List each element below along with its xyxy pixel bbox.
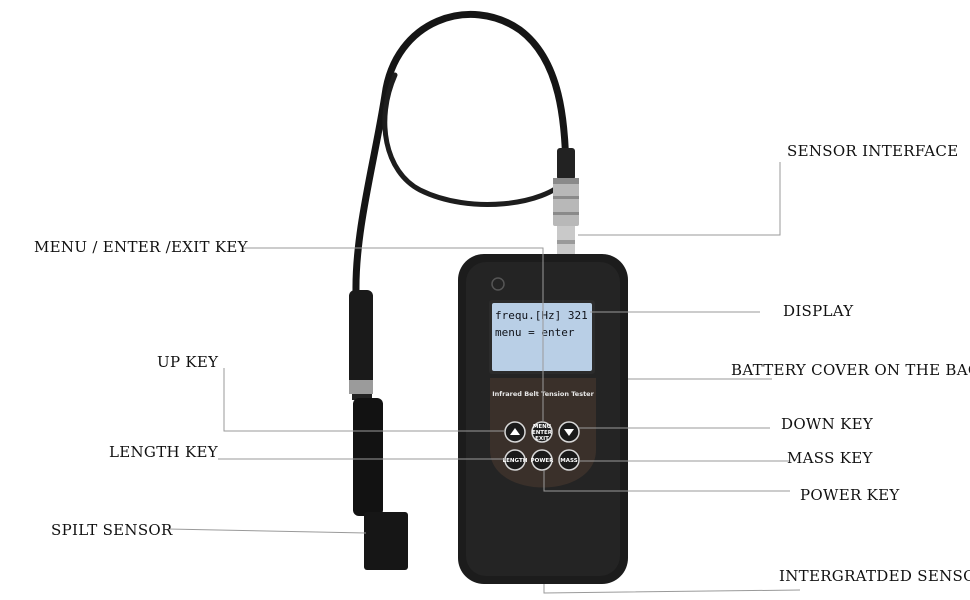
menu-key-label-2: ENTER bbox=[532, 430, 553, 436]
label-mass-key: MASS KEY bbox=[787, 449, 873, 467]
label-spilt-sensor: SPILT SENSOR bbox=[51, 521, 173, 539]
menu-enter-exit-key[interactable]: MENU ENTER EXIT bbox=[531, 421, 553, 443]
display-line-2: menu = enter bbox=[495, 326, 575, 339]
label-menu-enter-exit-key: MENU / ENTER /EXIT KEY bbox=[34, 238, 248, 256]
power-key[interactable]: POWER bbox=[531, 449, 555, 471]
label-length-key: LENGTH KEY bbox=[109, 443, 218, 461]
length-key[interactable]: LENGTH bbox=[503, 449, 528, 471]
leader-up-key bbox=[223, 368, 505, 432]
display-line-1: frequ.[Hz] 321 bbox=[495, 309, 588, 322]
sensor-connector bbox=[553, 148, 579, 256]
leader-lines bbox=[167, 162, 801, 594]
label-sensor-interface: SENSOR INTERFACE bbox=[787, 142, 959, 160]
label-display: DISPLAY bbox=[783, 302, 854, 320]
leader-integrated-sensor bbox=[543, 584, 801, 594]
label-up-key: UP KEY bbox=[157, 353, 219, 371]
label-power-key: POWER KEY bbox=[800, 486, 900, 504]
label-integrated-sensor: INTERGRATDED SENSOR bbox=[779, 567, 970, 585]
length-key-label: LENGTH bbox=[503, 458, 528, 464]
power-key-label: POWER bbox=[531, 458, 555, 464]
sensor-cable bbox=[352, 11, 570, 296]
sensor-cable-loop bbox=[382, 72, 569, 207]
down-arrow-icon bbox=[564, 429, 574, 436]
up-arrow-icon bbox=[510, 428, 520, 435]
down-key[interactable] bbox=[558, 421, 580, 443]
leader-spilt-sensor bbox=[167, 528, 367, 534]
menu-key-label-3: EXIT bbox=[535, 436, 549, 442]
label-down-key: DOWN KEY bbox=[781, 415, 874, 433]
mass-key-label: MASS bbox=[560, 458, 577, 464]
split-sensor-probe bbox=[349, 290, 408, 570]
leader-menu-key bbox=[243, 247, 544, 422]
leader-sensor-interface bbox=[578, 162, 781, 236]
mass-key[interactable]: MASS bbox=[558, 449, 580, 471]
menu-key-label-1: MENU bbox=[533, 424, 551, 430]
label-battery-cover: BATTERY COVER ON THE BACK bbox=[731, 361, 970, 379]
up-key[interactable] bbox=[504, 421, 526, 443]
leader-power-key bbox=[543, 470, 790, 492]
